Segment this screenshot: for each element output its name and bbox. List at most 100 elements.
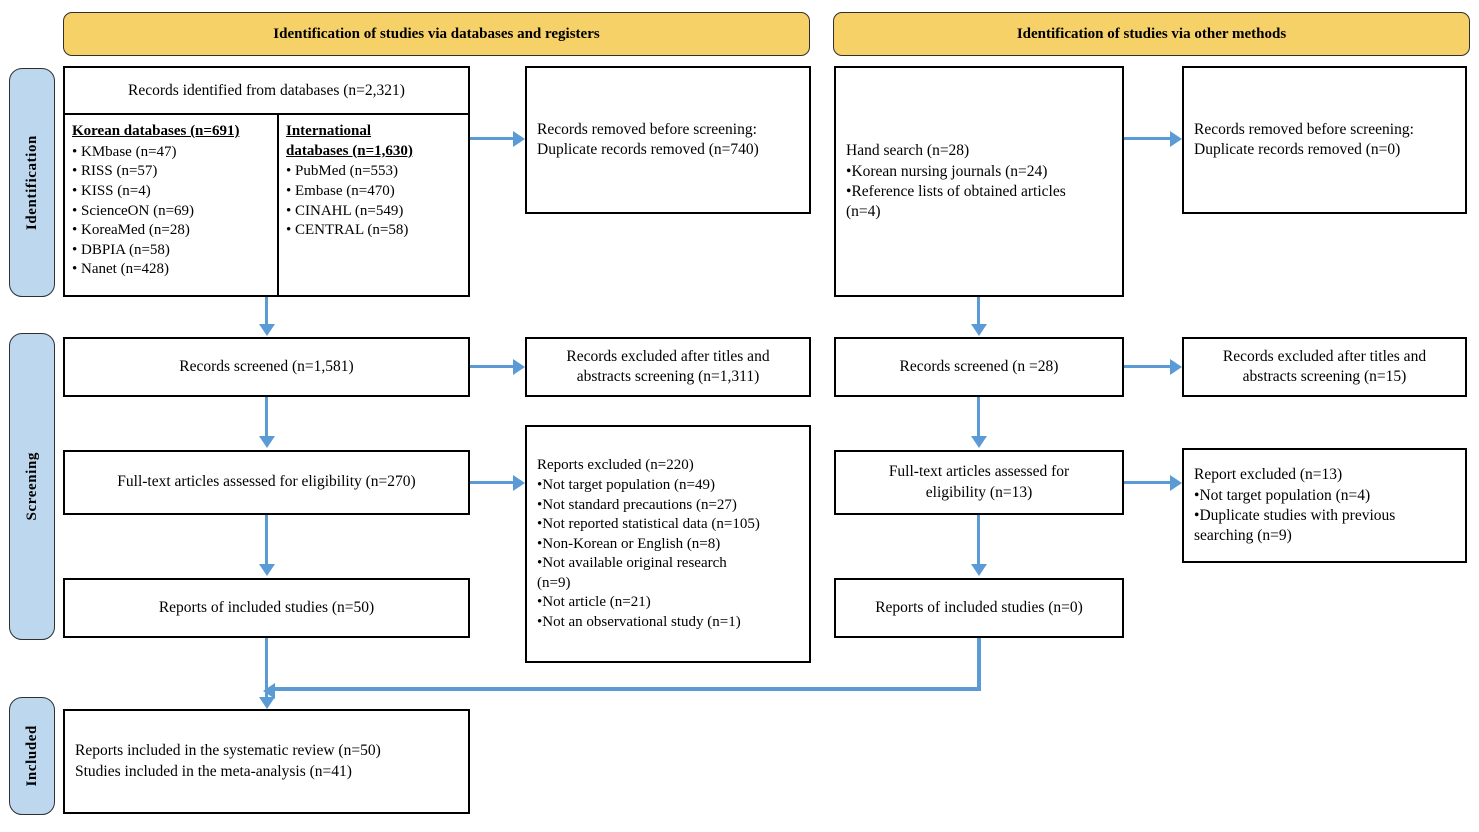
connector-identified-to-screened-arrowhead [258,324,275,336]
box-reports-of-included-studies-databases: Reports of included studies (n=50) [63,578,470,638]
records-identified-title: Records identified from databases (n=2,3… [65,68,468,115]
connector-other-merge-vertical [977,638,981,691]
box-reports-excluded-databases: Reports excluded (n=220) Not target popu… [525,425,811,663]
box-fulltext-assessed-other: Full-text articles assessed for eligibil… [834,450,1124,515]
connector-screened-to-excluded-arrowhead [513,358,525,375]
box-fulltext-assessed-databases: Full-text articles assessed for eligibil… [63,450,470,515]
section-header-other-methods: Identification of studies via other meth… [833,12,1470,56]
korean-databases-heading: Korean databases (n=691) [72,123,240,139]
connector-screened-other-to-excluded-arrowhead [1170,358,1182,375]
records-screened-other-label: Records screened (n =28) [899,357,1059,375]
connector-other-merge-horizontal [275,687,981,691]
connector-handsearch-to-screened-arrowhead [970,324,987,336]
phase-tab-included-label: Included [23,725,40,787]
connector-handsearch-to-screened-line [977,297,980,325]
list-item: PubMed (n=553) [286,162,462,182]
list-item: Not target population (n=4) [1194,486,1455,506]
list-item: Embase (n=470) [286,182,462,202]
records-excluded-other-line1: Records excluded after titles and [1222,347,1427,365]
korean-databases-column: Korean databases (n=691) KMbase (n=47) R… [65,115,279,295]
connector-fulltext-to-included-arrowhead [258,564,275,576]
list-item: Non-Korean or English (n=8) [537,535,799,555]
list-item: CENTRAL (n=58) [286,221,462,241]
list-item: Nanet (n=428) [72,260,271,280]
reports-excluded-databases-list-tail: Not article (n=21) Not an observational … [537,593,799,632]
list-item: Not article (n=21) [537,593,799,613]
reports-included-other-label: Reports of included studies (n=0) [875,598,1083,616]
records-removed-other-line2: Duplicate records removed (n=0) [1194,141,1401,158]
connector-screened-other-to-fulltext-arrowhead [970,436,987,448]
phase-tab-included: Included [9,697,55,815]
included-summary-line1: Reports included in the systematic revie… [75,742,381,760]
box-records-screened-databases: Records screened (n=1,581) [63,337,470,397]
connector-fulltext-to-reportsexcluded-arrowhead [513,474,525,491]
list-item: Not an observational study (n=1) [537,613,799,633]
records-removed-databases-line2: Duplicate records removed (n=740) [537,141,759,158]
connector-handsearch-to-removed-line [1124,137,1171,140]
records-removed-databases-line1: Records removed before screening: [537,120,757,138]
list-item: KoreaMed (n=28) [72,221,271,241]
list-item: RISS (n=57) [72,162,271,182]
phase-tab-identification-label: Identification [23,134,40,231]
connector-screened-to-fulltext-line [265,397,268,437]
box-included-summary: Reports included in the systematic revie… [63,709,470,814]
connector-screened-other-to-excluded-line [1124,365,1171,368]
connector-screened-other-to-fulltext-line [977,397,980,437]
list-item: Not available original research [537,554,799,574]
connector-screened-to-fulltext-arrowhead [258,436,275,448]
records-excluded-other-line2: abstracts screening (n=15) [1242,368,1407,385]
box-records-excluded-databases: Records excluded after titles and abstra… [525,337,811,397]
connector-identified-to-removed-arrowhead [513,130,525,147]
included-summary-line2: Studies included in the meta-analysis (n… [75,762,352,780]
box-records-identified-from-databases: Records identified from databases (n=2,3… [63,66,470,297]
section-header-databases-label: Identification of studies via databases … [273,25,600,42]
connector-databases-to-included-arrowhead [258,697,275,709]
connector-fulltext-other-to-included-line [977,515,980,565]
fulltext-assessed-databases-label: Full-text articles assessed for eligibil… [117,473,416,491]
connector-fulltext-other-to-reportexcluded-arrowhead [1170,474,1182,491]
section-header-databases: Identification of studies via databases … [63,12,810,56]
records-removed-other-line1: Records removed before screening: [1194,120,1414,138]
report-excluded-other-list: Not target population (n=4) Duplicate st… [1194,486,1455,526]
list-item: Korean nursing journals (n=24) [846,162,1112,182]
international-databases-heading-line1: International [286,123,372,139]
connector-fulltext-other-to-included-arrowhead [970,564,987,576]
phase-tab-screening: Screening [9,333,55,640]
fulltext-assessed-other-line1: Full-text articles assessed for [888,463,1070,481]
international-databases-list: PubMed (n=553) Embase (n=470) CINAHL (n=… [286,162,462,241]
hand-search-continuation: (n=4) [846,203,881,221]
records-screened-databases-label: Records screened (n=1,581) [179,357,354,375]
connector-databases-to-included-line [265,638,268,698]
international-databases-heading-line2: databases (n=1,630) [286,142,413,159]
report-excluded-other-lead: Report excluded (n=13) [1194,465,1343,483]
korean-databases-list: KMbase (n=47) RISS (n=57) KISS (n=4) Sci… [72,143,271,280]
hand-search-list: Korean nursing journals (n=24) Reference… [846,162,1112,202]
connector-screened-to-excluded-line [470,365,514,368]
list-item: KISS (n=4) [72,182,271,202]
phase-tab-screening-label: Screening [23,452,40,521]
list-item: DBPIA (n=58) [72,241,271,261]
connector-identified-to-screened-line [265,297,268,325]
connector-fulltext-to-included-line [265,515,268,565]
connector-handsearch-to-removed-arrowhead [1170,130,1182,147]
connector-fulltext-other-to-reportexcluded-line [1124,481,1171,484]
records-excluded-databases-line1: Records excluded after titles and [566,347,770,365]
list-item: Duplicate studies with previous [1194,506,1455,526]
reports-excluded-databases-list: Not target population (n=49) Not standar… [537,476,799,574]
list-item: ScienceON (n=69) [72,202,271,222]
box-reports-of-included-studies-other: Reports of included studies (n=0) [834,578,1124,638]
list-item: Reference lists of obtained articles [846,182,1112,202]
hand-search-lead: Hand search (n=28) [846,141,970,159]
list-item: Not target population (n=49) [537,476,799,496]
list-item: Not reported statistical data (n=105) [537,515,799,535]
reports-included-databases-label: Reports of included studies (n=50) [158,598,375,616]
box-records-removed-databases: Records removed before screening: Duplic… [525,66,811,214]
box-report-excluded-other: Report excluded (n=13) Not target popula… [1182,448,1467,563]
box-records-removed-other: Records removed before screening: Duplic… [1182,66,1467,214]
box-hand-search: Hand search (n=28) Korean nursing journa… [834,66,1124,297]
connector-fulltext-to-reportsexcluded-line [470,481,514,484]
reports-excluded-databases-continuation: (n=9) [537,574,571,591]
list-item: CINAHL (n=549) [286,202,462,222]
list-item: Not standard precautions (n=27) [537,496,799,516]
